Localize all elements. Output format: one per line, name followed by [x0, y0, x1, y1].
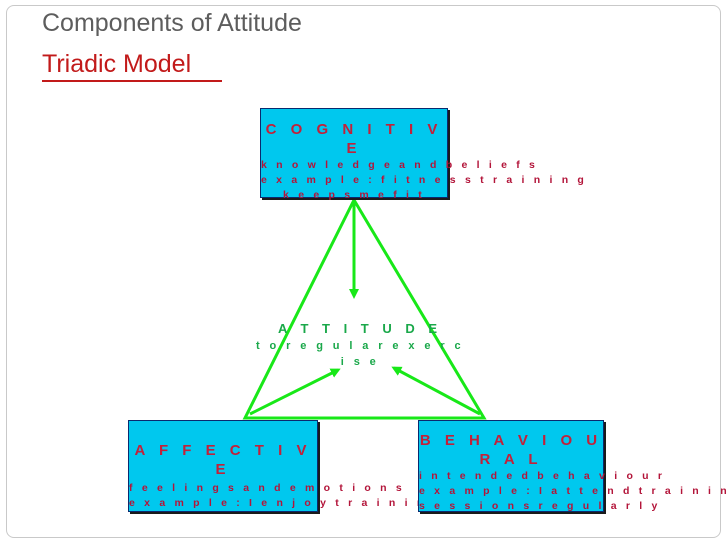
triangle-outline [242, 196, 487, 420]
slide-subtitle: Triadic Model [42, 50, 192, 78]
subtitle-underline [42, 80, 222, 82]
behavioural-line-3: s e s s i o n s r e g u l a r l y [419, 500, 661, 512]
affective-heading: A F F E C T I V E [134, 442, 312, 478]
behavioural-line-2: e x a m p l e : I a t t e n d t r a i n … [419, 485, 728, 497]
slide-border [6, 5, 721, 538]
cognitive-heading: C O G N I T I V E [265, 121, 443, 157]
attitude-line: t o r e g u l a r e x e r c i s e [256, 340, 464, 368]
slide-title: Components of Attitude [42, 9, 302, 37]
affective-line-1: f e e l i n g s a n d e m o t i o n s [129, 482, 405, 494]
behavioural-box: B E H A V I O U R A L i n t e n d e d b … [418, 420, 728, 512]
cognitive-line-2: e x a m p l e : f i t n e s s t r a i n … [261, 174, 588, 186]
attitude-heading: A T T I T U D E [277, 321, 443, 336]
attitude-label: A T T I T U D E t o r e g u l a r e x e … [250, 320, 470, 370]
cognitive-line-1: k n o w l e d g e a n d b e l i e f s [261, 159, 539, 171]
cognitive-line-3: k e e p s m e f i t [283, 189, 425, 201]
cognitive-box: C O G N I T I V E k n o w l e d g e a n … [260, 108, 588, 201]
affective-box: A F F E C T I V E f e e l i n g s a n d … [128, 420, 443, 512]
arrow-behavioural-to-attitude [391, 366, 481, 416]
affective-line-2: e x a m p l e : I e n j o y t r a i n i … [129, 497, 443, 509]
behavioural-line-1: i n t e n d e d b e h a v i o u r [419, 470, 666, 482]
arrow-affective-to-attitude [249, 368, 341, 416]
behavioural-heading: B E H A V I O U R A L [419, 432, 603, 468]
